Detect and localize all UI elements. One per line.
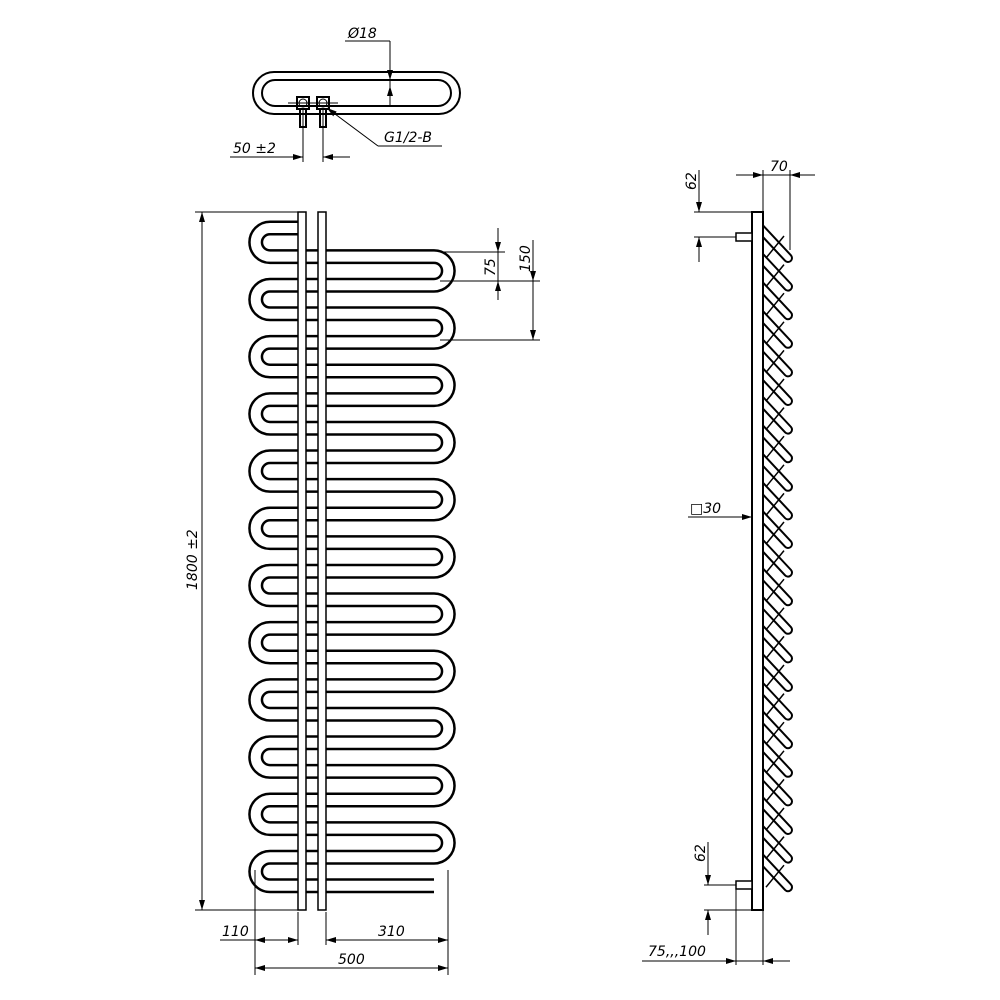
- side-tube: [757, 511, 791, 547]
- side-tubes: [755, 223, 793, 893]
- group-pitch-label: 150: [518, 245, 534, 272]
- side-tube: [757, 797, 791, 833]
- tube-path: [248, 220, 456, 894]
- collector-left: [297, 211, 307, 911]
- side-tube: [757, 225, 791, 261]
- side-tube: [757, 739, 791, 776]
- side-tube: [757, 768, 791, 805]
- collector-right: [317, 211, 327, 911]
- side-tube-back: [765, 464, 785, 488]
- left-offset-label: 110: [222, 924, 249, 940]
- side-tube: [757, 368, 791, 404]
- thread-label: G1/2-B: [384, 130, 432, 146]
- side-tube: [757, 310, 791, 347]
- right-offset-label: 310: [378, 924, 405, 940]
- side-tube-back: [765, 492, 785, 516]
- side-tube-back: [765, 264, 785, 288]
- side-tube-back: [765, 664, 785, 688]
- side-tube-back: [765, 321, 785, 345]
- bottom-connection: [735, 880, 753, 890]
- side-tube-back: [765, 836, 785, 860]
- side-tube: [757, 825, 791, 862]
- side-tube: [757, 568, 791, 605]
- side-tube-back: [765, 292, 785, 316]
- top-view: Ø18 G1/2-B 50 ±2: [230, 26, 461, 162]
- side-tube: [757, 282, 791, 319]
- side-collector: [751, 211, 764, 911]
- side-tube: [757, 425, 791, 462]
- side-tube-back: [765, 550, 785, 574]
- top-offset-label: 62: [684, 172, 700, 190]
- side-tube: [757, 339, 791, 376]
- profile-label: □30: [690, 501, 721, 517]
- side-tube: [757, 711, 791, 748]
- tube-diameter-label: Ø18: [347, 26, 377, 42]
- connection-spacing-label: 50 ±2: [233, 141, 276, 157]
- side-tube-back: [765, 521, 785, 545]
- side-tube: [757, 253, 791, 290]
- side-tube: [757, 596, 791, 633]
- side-tube-back: [765, 693, 785, 717]
- wall-distance-label: 75,,,100: [648, 944, 706, 960]
- serpentine-tube: [248, 220, 456, 894]
- tube-path: [250, 223, 454, 891]
- side-tube: [757, 539, 791, 576]
- side-tube: [757, 482, 791, 519]
- top-tube-inner: [261, 79, 452, 107]
- top-tube-outer: [252, 71, 461, 115]
- side-tube-back: [765, 635, 785, 659]
- side-tube-back: [765, 435, 785, 459]
- side-tube: [757, 654, 791, 690]
- side-tube-back: [765, 407, 785, 431]
- side-tube: [757, 453, 791, 490]
- depth-label: 70: [770, 159, 788, 175]
- side-tube: [757, 396, 791, 433]
- width-label: 500: [338, 952, 365, 968]
- top-connection: [735, 232, 753, 242]
- front-view: 1800 ±2 75 150 110 310 500: [185, 211, 540, 975]
- loop-pitch-label: 75: [483, 258, 499, 276]
- height-label: 1800 ±2: [185, 529, 201, 590]
- side-tube-back: [765, 721, 785, 745]
- side-tube-back: [765, 778, 785, 802]
- side-tube: [757, 625, 791, 662]
- side-tube: [757, 854, 791, 891]
- side-tube-back: [765, 578, 785, 602]
- side-tube-back: [765, 864, 785, 888]
- side-tube: [757, 682, 791, 719]
- side-tube-back: [765, 607, 785, 631]
- side-view: 62 70 □30 62 75,,,100: [642, 159, 815, 965]
- bottom-offset-label: 62: [693, 844, 709, 862]
- side-tube-back: [765, 750, 785, 774]
- side-tube-back: [765, 378, 785, 402]
- side-tube-back: [765, 349, 785, 373]
- side-tube-back: [765, 235, 785, 259]
- side-tube-back: [765, 807, 785, 831]
